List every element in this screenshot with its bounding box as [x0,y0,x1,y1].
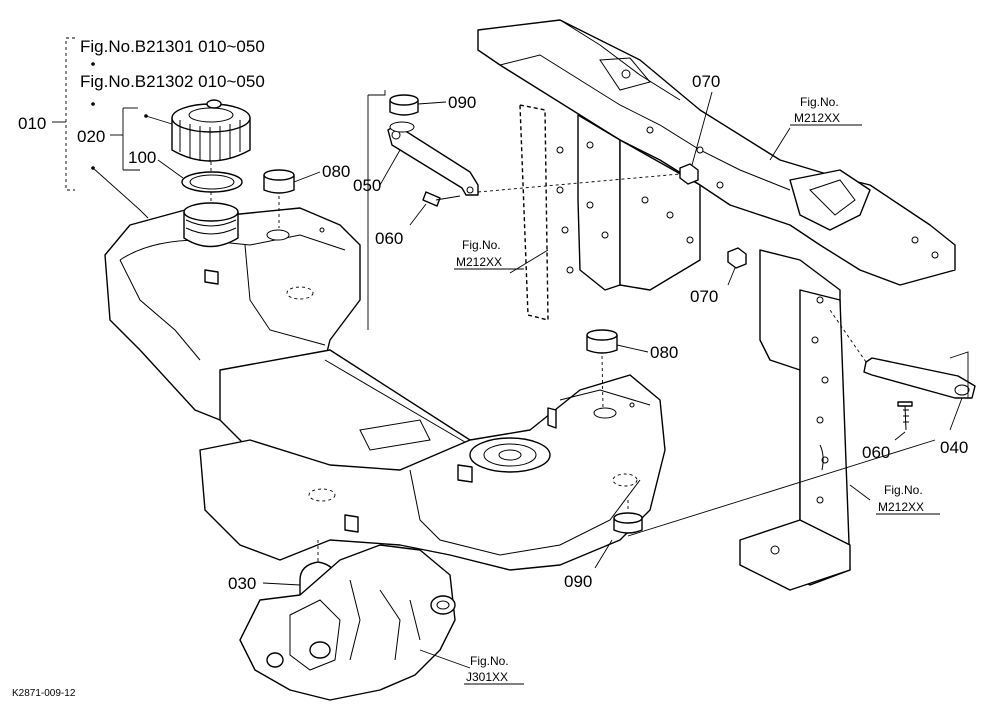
part-060-right: 060 [862,443,890,462]
part-020: 020 [77,127,105,146]
part-040: 040 [940,438,968,457]
part-060-left: 060 [375,229,403,248]
part-030: 030 [228,574,256,593]
ref-b21302: Fig.No.B21302 010~050 [80,72,265,91]
part-010: 010 [18,114,46,133]
nut-070-mid [727,247,747,269]
part-090-bottom: 090 [564,572,592,591]
part-090-top: 090 [448,93,476,112]
part-080-right: 080 [650,343,678,362]
leader-lines [52,37,969,669]
cushion-090-top [389,94,419,116]
cushion-090-bottom [613,512,643,534]
part-100: 100 [128,148,156,167]
ref-m212-top-a: Fig.No. [800,95,839,109]
ref-m212-bot-a: Fig.No. [884,483,923,497]
fuel-tank [104,202,666,571]
ref-m212-bot-b: M212XX [878,500,924,514]
ref-j301-a: Fig.No. [470,654,509,668]
cushion-080-right [586,329,618,354]
part-070-top: 070 [692,72,720,91]
ref-m212-mid-a: Fig.No. [462,238,501,252]
ref-m212-mid-b: M212XX [456,255,502,269]
transmission-housing [239,544,456,701]
nut-070-top [679,163,699,185]
figure-code: K2871-009-12 [12,688,76,699]
bracket-040 [863,357,976,399]
part-050: 050 [353,176,381,195]
bolt-060-left [422,191,461,207]
labels: Fig.No.B21301 010~050 Fig.No.B21302 010~… [12,37,968,699]
ref-m212-top-b: M212XX [794,111,840,125]
cushion-080-top [263,169,295,194]
ref-j301-b: J301XX [466,670,508,684]
part-070-mid: 070 [690,287,718,306]
part-080-top: 080 [322,162,350,181]
fuel-cap [171,99,251,162]
bolt-060-right [897,401,913,431]
ref-b21301: Fig.No.B21301 010~050 [80,37,265,56]
frame-assembly [477,19,956,591]
bracket-050 [387,124,479,196]
